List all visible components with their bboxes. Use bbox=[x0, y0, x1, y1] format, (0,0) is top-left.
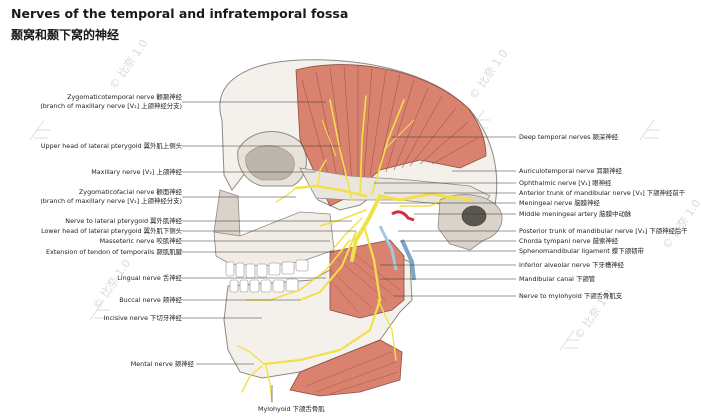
ramus-window bbox=[329, 239, 405, 319]
label-deep-temporal-nerves: Deep temporal nerves 颞深神经 bbox=[519, 133, 619, 141]
label-inferior-alveolar-nerve: Inferior alveolar nerve 下牙槽神经 bbox=[519, 261, 625, 269]
label-masseteric-nerve: Masseteric nerve 咬肌神经 bbox=[99, 237, 182, 245]
label-sphenomandibular-ligament: Sphenomandibular ligament 蝶下颌韧带 bbox=[519, 247, 644, 255]
upper-teeth bbox=[225, 259, 309, 279]
vessel bbox=[400, 239, 416, 281]
label-middle-meningeal-artery: Middle meningeal artery 脑膜中动脉 bbox=[519, 210, 632, 218]
label-nerve-to-mylohyoid: Nerve to mylohyoid 下颌舌骨肌支 bbox=[519, 292, 623, 300]
watermark-text: © 比奈 1.0 bbox=[466, 47, 510, 102]
label-buccal-nerve: Buccal nerve 颊神经 bbox=[119, 296, 182, 304]
label-mandibular-canal: Mandibular canal 下颌管 bbox=[519, 275, 596, 283]
ear-canal bbox=[461, 205, 487, 227]
label-maxillary-nerve: Maxillary nerve [V₂] 上颌神经 bbox=[91, 168, 182, 176]
watermark-text: © 比奈 1.0 bbox=[659, 197, 701, 252]
label-mylohyoid: Mylohyoid 下颌舌骨肌 bbox=[258, 405, 325, 413]
label-lower-head-lateral-pterygoid: Lower head of lateral pterygoid 翼外肌下侧头 bbox=[41, 227, 182, 235]
label-incisive-nerve: Incisive nerve 下切牙神经 bbox=[103, 314, 182, 322]
watermark-text: © 比奈 1.0 bbox=[106, 37, 150, 92]
label-nerve-to-lateral-pterygoid: Nerve to lateral pterygoid 翼外肌神经 bbox=[65, 217, 182, 225]
nerves bbox=[237, 95, 472, 403]
maxilla bbox=[213, 211, 335, 267]
label-zygomaticofacial-nerve: Zygomaticofacial nerve 颧面神经 (branch of m… bbox=[40, 188, 182, 205]
lower-teeth bbox=[229, 278, 299, 293]
mylohyoid-muscle bbox=[289, 339, 403, 397]
label-meningeal-nerve: Meningeal nerve 脑膜神经 bbox=[519, 199, 600, 207]
middle-meningeal-artery bbox=[391, 210, 415, 222]
label-upper-head-lateral-pterygoid: Upper head of lateral pterygoid 翼外肌上侧头 bbox=[40, 142, 182, 150]
label-mental-nerve: Mental nerve 颏神经 bbox=[130, 360, 194, 368]
label-auriculotemporal-nerve: Auriculotemporal nerve 耳颞神经 bbox=[519, 167, 622, 175]
figure-title-en: Nerves of the temporal and infratemporal… bbox=[11, 6, 349, 21]
label-anterior-trunk-mandibular: Anterior trunk of mandibular nerve [V₃] … bbox=[519, 189, 686, 197]
label-ophthalmic-nerve: Ophthalmic nerve [V₁] 眼神经 bbox=[519, 179, 612, 187]
right-leader-lines bbox=[374, 136, 516, 297]
left-leader-lines bbox=[182, 101, 356, 402]
figure-title-zh: 颞窝和颞下窝的神经 bbox=[11, 28, 120, 42]
label-lingual-nerve: Lingual nerve 舌神经 bbox=[117, 274, 182, 282]
label-tendon-of-temporalis: Extension of tendon of temporalis 颞肌肌腱 bbox=[46, 248, 182, 256]
label-zygomaticotemporal-nerve: Zygomaticotemporal nerve 颧颞神经 (branch of… bbox=[40, 93, 182, 110]
label-posterior-trunk-mandibular: Posterior trunk of mandibular nerve [V₃]… bbox=[519, 227, 688, 235]
label-chorda-tympani: Chorda tympani nerve 鼓索神经 bbox=[519, 237, 619, 245]
